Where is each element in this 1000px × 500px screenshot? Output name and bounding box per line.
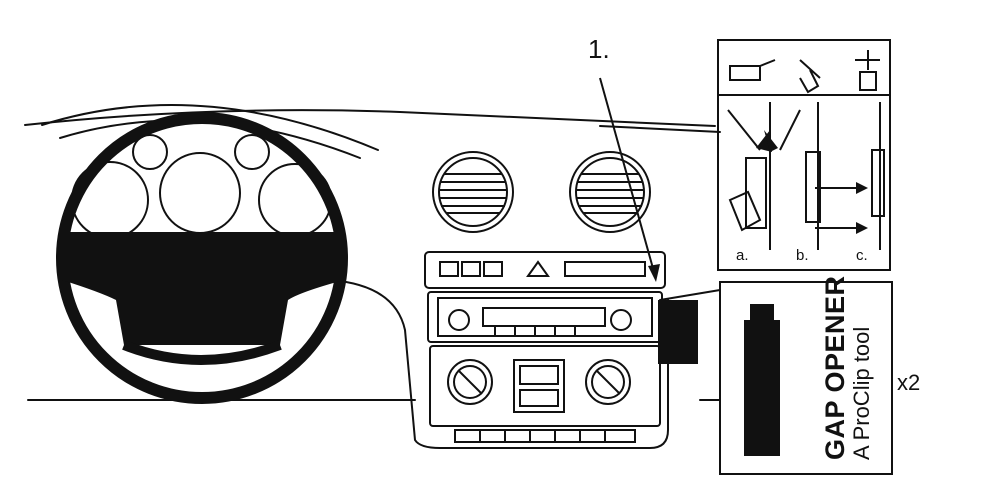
- mounting-bracket: [658, 300, 698, 364]
- radio-unit: [427, 291, 663, 343]
- gauge-center: [159, 152, 241, 234]
- gauge-small-right: [234, 134, 270, 170]
- detail-panel-icons: [717, 39, 891, 271]
- gap-opener-tool: [744, 304, 780, 456]
- console-right-line: [439, 299, 669, 449]
- instrument-hood: [41, 104, 379, 151]
- gauge-small-left: [132, 134, 168, 170]
- detail-panel-steps: [727, 102, 885, 250]
- switch-panel: [424, 251, 666, 289]
- step-pointer: [599, 77, 655, 273]
- gap-opener-subtitle: A ProClip tool: [849, 326, 874, 460]
- gap-opener-title: GAP OPENER: [820, 275, 850, 460]
- air-vent-left: [432, 151, 514, 233]
- step-number-label: 1.: [588, 34, 610, 64]
- dashboard-top-edge: [24, 109, 716, 127]
- dash-to-detail: [599, 125, 721, 133]
- steering-hub: [62, 232, 344, 345]
- detail-arrows: [756, 130, 868, 234]
- console-left-line: [329, 279, 441, 449]
- climate-panel: [429, 345, 661, 427]
- detail-label-a: a.: [736, 247, 749, 264]
- leader-to-panel: [659, 289, 721, 301]
- detail-label-c: c.: [856, 247, 868, 264]
- air-vent-right: [569, 151, 651, 233]
- center-console: [424, 251, 666, 443]
- steering-wheel: [56, 112, 348, 404]
- gap-opener-panel: [719, 281, 893, 475]
- quantity-label: x2: [897, 370, 921, 395]
- detail-label-b: b.: [796, 247, 809, 264]
